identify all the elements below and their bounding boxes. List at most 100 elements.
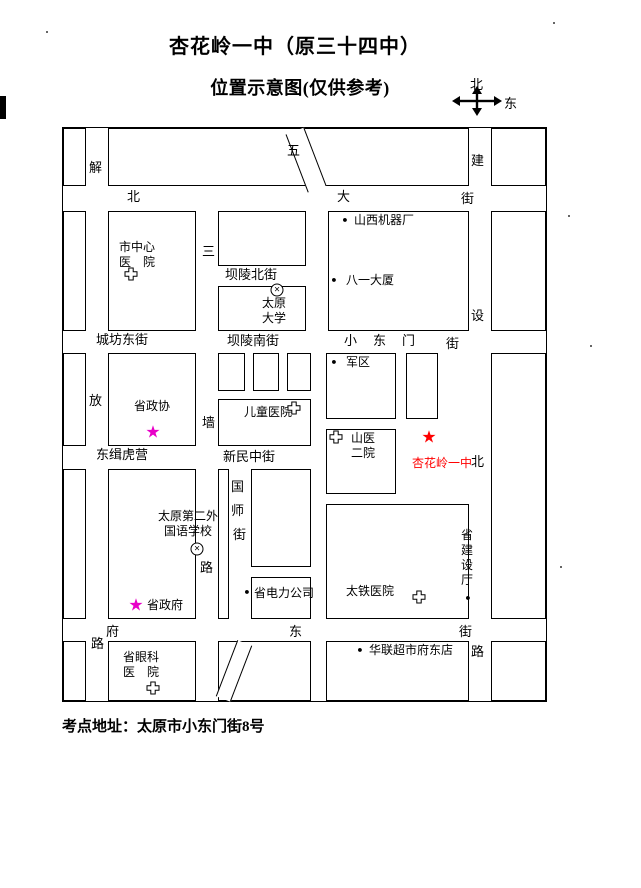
- street-label-jianshe-north-road: 北: [471, 454, 485, 469]
- street-label-jiefang-road: 解: [89, 160, 103, 175]
- scan-speck: [553, 22, 555, 24]
- city-block: [326, 504, 469, 619]
- place-label-shengjiansheting: 省 建 设 厅: [461, 528, 474, 587]
- page-subtitle: 位置示意图(仅供参考): [210, 78, 390, 98]
- street-label-xiaodongmen-street: 门: [402, 333, 416, 348]
- street-label-guoshi-street: 国: [231, 479, 245, 494]
- place-label-junqu: 军区: [346, 355, 371, 369]
- street-label-beida-street: 大: [337, 189, 351, 204]
- city-block: [491, 641, 546, 701]
- street-label-xiaodongmen-street: 小: [344, 333, 358, 348]
- city-block: [253, 353, 279, 391]
- street-label-jianshe-north-road: 路: [471, 644, 485, 659]
- city-block: [251, 577, 311, 619]
- city-block: [63, 211, 86, 331]
- city-block: [406, 353, 438, 419]
- star-marker: ★: [128, 595, 144, 615]
- hospital-cross-icon: [329, 430, 343, 448]
- scan-speck: [590, 345, 592, 347]
- scan-speck: [560, 566, 562, 568]
- city-block: [491, 211, 546, 331]
- place-label-shengzhengxie: 省政协: [134, 399, 171, 413]
- street-label-baling-south-street: 坝陵南街: [227, 333, 280, 348]
- dot-marker: ●: [357, 644, 363, 655]
- street-label-sanqiang-road: 路: [200, 560, 214, 575]
- exam-address: 考点地址：太原市小东门街8号: [62, 719, 265, 735]
- compass-north-label: 北: [470, 77, 484, 92]
- place-label-hualian-supermarket: 华联超市府东店: [369, 643, 454, 657]
- street-label-chengfang-east-street: 城坊东街: [96, 332, 149, 347]
- school-circle-icon: ×: [270, 283, 284, 297]
- street-label-guoshi-street: 街: [233, 527, 247, 542]
- place-label-shanxi-machinery: 山西机器厂: [354, 213, 415, 227]
- street-label-sanqiang-road: 三: [202, 244, 216, 259]
- street-label-dongjihuying: 东缉虎营: [96, 447, 149, 462]
- place-label-waiguoyu-school: 太原第二外 国语学校: [158, 509, 219, 538]
- city-block: [108, 353, 196, 446]
- street-label-xiaodongmen-street: 街: [446, 336, 460, 351]
- street-label-beida-street: 街: [461, 191, 475, 206]
- hospital-cross-icon: [124, 267, 138, 285]
- city-block: [63, 353, 86, 446]
- dot-marker: ●: [331, 356, 337, 367]
- city-block: [218, 211, 306, 266]
- hospital-cross-icon: [146, 681, 160, 699]
- street-label-beida-street: 北: [127, 189, 141, 204]
- city-block: [491, 128, 546, 186]
- street-label-jiefang-road: 路: [91, 636, 105, 651]
- city-block: [251, 469, 311, 567]
- hospital-cross-icon: [287, 401, 301, 419]
- place-label-shengzhengfu: 省政府: [147, 598, 184, 612]
- dot-marker: ●: [342, 214, 348, 225]
- street-label-xinmin-middle-street: 新民中街: [223, 449, 276, 464]
- map-canvas: 解放路北大街五建设北路三墙路坝陵北街城坊东街坝陵南街小东门街东缉虎营新民中街国师…: [62, 127, 547, 702]
- city-block: [218, 353, 245, 391]
- city-block: [218, 469, 229, 619]
- scan-speck: [46, 31, 48, 33]
- city-block: [63, 128, 86, 186]
- place-label-bayi-building: 八一大厦: [346, 273, 395, 287]
- school-circle-icon: ×: [190, 542, 204, 556]
- street-label-jianshe-north-road: 设: [471, 308, 485, 323]
- city-block: [63, 469, 86, 619]
- place-label-shizhongxin-hospital: 市中心 医 院: [119, 240, 156, 269]
- city-block: [287, 353, 311, 391]
- street-label-guoshi-street: 师: [231, 503, 245, 518]
- city-block: [326, 429, 396, 494]
- street-label-xiaodongmen-street: 东: [373, 333, 387, 348]
- street-label-jianshe-north-road: 建: [471, 153, 485, 168]
- place-label-xinghualing-yizhong: 杏花岭一中: [412, 456, 473, 470]
- street-label-jiefang-road: 放: [89, 393, 103, 408]
- page-title: 杏花岭一中（原三十四中）: [169, 36, 421, 58]
- city-block: [63, 641, 86, 701]
- scan-speck: [568, 215, 570, 217]
- place-label-dianli-company: 省电力公司: [254, 586, 315, 600]
- city-block: [328, 211, 469, 331]
- city-block: [108, 211, 196, 331]
- hospital-cross-icon: [412, 590, 426, 608]
- street-label-fudong-street: 街: [459, 624, 473, 639]
- place-label-yanke-hospital: 省眼科 医 院: [123, 650, 160, 679]
- dot-marker: ●: [465, 592, 471, 603]
- scan-artifact: [0, 96, 6, 119]
- star-marker: ★: [145, 422, 161, 442]
- place-label-shanyi-2-hospital: 山医 二院: [351, 431, 376, 460]
- city-block: [326, 641, 469, 701]
- dot-marker: ●: [331, 274, 337, 285]
- compass-east-label: 东: [504, 96, 518, 111]
- street-label-baling-north-street: 坝陵北街: [225, 267, 278, 282]
- place-label-ertong-hospital: 儿童医院: [244, 405, 293, 419]
- compass-rose-icon: [452, 86, 502, 116]
- city-block: [491, 353, 546, 619]
- city-block: [326, 353, 396, 419]
- city-block: [218, 286, 306, 331]
- street-label-wuyi-road: 五: [287, 143, 301, 158]
- place-label-taitie-hospital: 太铁医院: [346, 584, 395, 598]
- street-label-fudong-street: 府: [106, 624, 120, 639]
- city-block: [108, 469, 196, 619]
- street-label-fudong-street: 东: [289, 624, 303, 639]
- star-marker: ★: [421, 427, 437, 447]
- dot-marker: ●: [244, 586, 250, 597]
- compass: 北 东: [448, 74, 528, 124]
